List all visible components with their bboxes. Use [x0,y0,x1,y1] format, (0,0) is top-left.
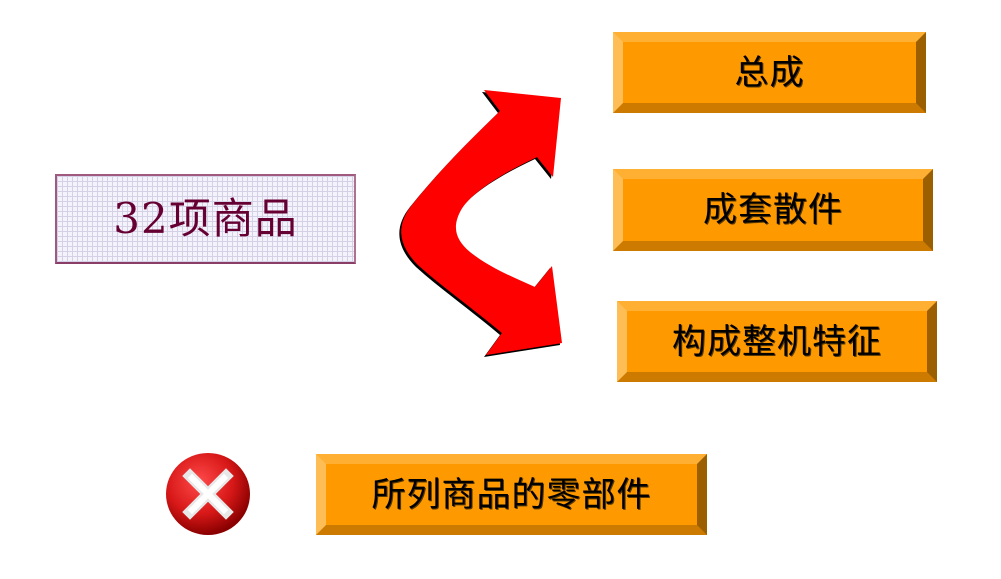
source-label: 32项商品 [113,194,298,243]
x-circle-icon [166,453,250,535]
excluded-label: 所列商品的零部件 [371,474,652,515]
target-box-assembly: 总成 [613,32,926,113]
source-box: 32项商品 [55,174,356,264]
target-box-unassembled-set: 成套散件 [613,169,933,251]
target-box-essential-character: 构成整机特征 [617,301,937,382]
target-label: 构成整机特征 [672,321,882,362]
excluded-box-parts: 所列商品的零部件 [316,454,707,535]
target-label: 总成 [734,52,805,93]
target-label: 成套散件 [703,190,843,230]
